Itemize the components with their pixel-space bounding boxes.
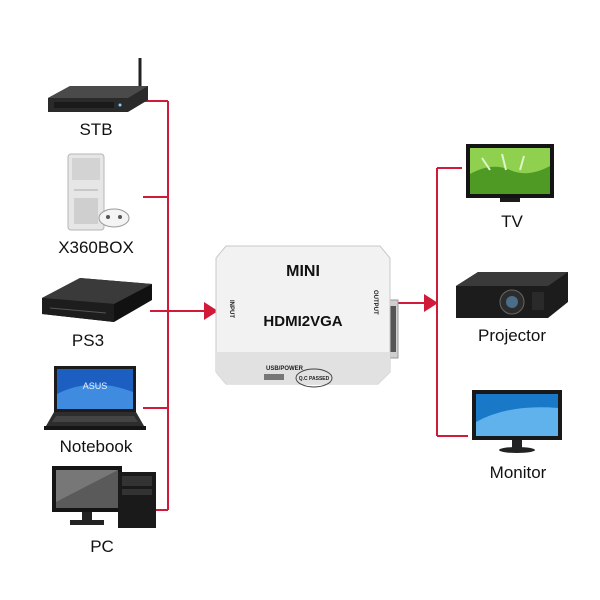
- notebook-icon: ASUS: [44, 366, 146, 430]
- tv-icon: [466, 144, 554, 202]
- xbox-label: X360BOX: [58, 238, 134, 257]
- set-top-box-icon: [48, 58, 148, 112]
- notebook-label: Notebook: [59, 437, 133, 456]
- monitor-icon: [472, 390, 562, 453]
- adapter-brand-text: MINI: [286, 263, 320, 280]
- svg-text:ASUS: ASUS: [83, 381, 108, 391]
- xbox-console-icon: [67, 153, 130, 231]
- ps3-console-icon: [42, 278, 152, 322]
- pc-label: PC: [90, 537, 114, 556]
- arrow-to-adapter: [204, 302, 218, 320]
- qc-passed-stamp: Q.C PASSED: [299, 376, 330, 382]
- projector-label: Projector: [477, 326, 547, 345]
- stb-label: STB: [79, 120, 113, 139]
- power-port-text: USB/POWER: [266, 366, 304, 372]
- tv-label: TV: [501, 212, 523, 231]
- desktop-pc-icon: [52, 466, 156, 528]
- monitor-label: Monitor: [489, 463, 547, 482]
- adapter-model-text: HDMI2VGA: [263, 313, 342, 330]
- output-port-text: OUTPUT: [372, 290, 378, 315]
- hdmi2vga-adapter: MINI HDMI2VGA INPUT OUTPUT USB/POWER Q.C…: [215, 245, 399, 388]
- input-port-text: INPUT: [228, 300, 234, 318]
- arrow-from-adapter: [424, 294, 438, 312]
- projector-icon: [456, 272, 568, 318]
- ps3-label: PS3: [71, 331, 105, 350]
